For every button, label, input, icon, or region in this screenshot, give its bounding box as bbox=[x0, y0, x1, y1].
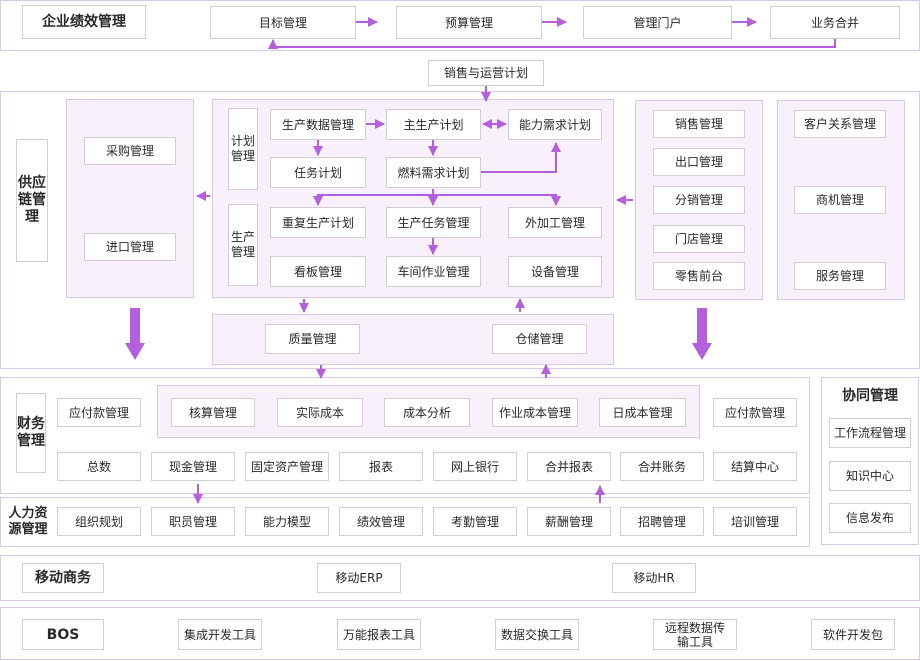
accounting-node[interactable]: 核算管理 bbox=[171, 398, 255, 427]
workshop-operations-node[interactable]: 车间作业管理 bbox=[386, 256, 481, 287]
competency-model-node[interactable]: 能力模型 bbox=[245, 507, 329, 536]
fuel-requirements-node[interactable]: 燃料需求计划 bbox=[386, 157, 481, 188]
collab-title: 协同管理 bbox=[842, 388, 898, 404]
performance-management-node[interactable]: 绩效管理 bbox=[339, 507, 423, 536]
purchase-management-node[interactable]: 采购管理 bbox=[84, 137, 176, 165]
opportunity-management-node[interactable]: 商机管理 bbox=[794, 186, 886, 214]
cash-management-node[interactable]: 现金管理 bbox=[151, 452, 235, 481]
finance-title: 财务管理 bbox=[16, 393, 46, 473]
bos-panel bbox=[0, 607, 920, 660]
collab-panel bbox=[821, 377, 919, 545]
budget-management-node[interactable]: 预算管理 bbox=[396, 6, 542, 39]
reports-node[interactable]: 报表 bbox=[339, 452, 423, 481]
integrated-dev-tools-node[interactable]: 集成开发工具 bbox=[178, 619, 262, 650]
mobile-panel bbox=[0, 555, 920, 601]
production-task-node[interactable]: 生产任务管理 bbox=[386, 207, 481, 238]
payables-left-node[interactable]: 应付款管理 bbox=[57, 398, 141, 427]
export-management-node[interactable]: 出口管理 bbox=[653, 148, 745, 176]
sales-operations-plan-node[interactable]: 销售与运营计划 bbox=[428, 60, 544, 86]
service-management-node[interactable]: 服务管理 bbox=[794, 262, 886, 290]
repetitive-production-node[interactable]: 重复生产计划 bbox=[270, 207, 366, 238]
outsourcing-node[interactable]: 外加工管理 bbox=[508, 207, 602, 238]
task-plan-node[interactable]: 任务计划 bbox=[270, 157, 366, 188]
crm-node[interactable]: 客户关系管理 bbox=[794, 110, 886, 138]
plan-management-label: 计划管理 bbox=[228, 108, 258, 190]
production-management-label: 生产管理 bbox=[228, 204, 258, 286]
info-publish-node[interactable]: 信息发布 bbox=[829, 503, 911, 533]
remote-data-transfer-node[interactable]: 远程数据传输工具 bbox=[653, 619, 737, 650]
training-node[interactable]: 培训管理 bbox=[713, 507, 797, 536]
target-management-node[interactable]: 目标管理 bbox=[210, 6, 356, 39]
hr-panel bbox=[0, 497, 810, 547]
supply-chain-title: 供应链管理 bbox=[16, 139, 48, 262]
attendance-node[interactable]: 考勤管理 bbox=[433, 507, 517, 536]
consolidated-accounts-node[interactable]: 合并账务 bbox=[620, 452, 704, 481]
finance-panel bbox=[0, 377, 810, 494]
equipment-node[interactable]: 设备管理 bbox=[508, 256, 602, 287]
cost-analysis-node[interactable]: 成本分析 bbox=[384, 398, 470, 427]
activity-cost-node[interactable]: 作业成本管理 bbox=[492, 398, 578, 427]
storage-management-node[interactable]: 仓储管理 bbox=[492, 324, 587, 354]
production-data-node[interactable]: 生产数据管理 bbox=[270, 109, 366, 140]
knowledge-center-node[interactable]: 知识中心 bbox=[829, 461, 911, 491]
online-bank-node[interactable]: 网上银行 bbox=[433, 452, 517, 481]
org-planning-node[interactable]: 组织规划 bbox=[57, 507, 141, 536]
actual-cost-node[interactable]: 实际成本 bbox=[277, 398, 363, 427]
payables-right-node[interactable]: 应付款管理 bbox=[713, 398, 797, 427]
fixed-assets-node[interactable]: 固定资产管理 bbox=[245, 452, 329, 481]
portal-management-node[interactable]: 管理门户 bbox=[583, 6, 732, 39]
total-node[interactable]: 总数 bbox=[57, 452, 141, 481]
quality-management-node[interactable]: 质量管理 bbox=[265, 324, 360, 354]
mobile-hr-node[interactable]: 移动HR bbox=[612, 563, 696, 593]
mobile-title: 移动商务 bbox=[22, 563, 104, 593]
sales-management-node[interactable]: 销售管理 bbox=[653, 110, 745, 138]
daily-cost-node[interactable]: 日成本管理 bbox=[599, 398, 686, 427]
distribution-management-node[interactable]: 分销管理 bbox=[653, 186, 745, 214]
purchase-group bbox=[66, 99, 194, 298]
data-exchange-node[interactable]: 数据交换工具 bbox=[495, 619, 579, 650]
mobile-erp-node[interactable]: 移动ERP bbox=[317, 563, 401, 593]
business-merge-node[interactable]: 业务合并 bbox=[770, 6, 900, 39]
settlement-center-node[interactable]: 结算中心 bbox=[713, 452, 797, 481]
consolidated-reports-node[interactable]: 合并报表 bbox=[527, 452, 611, 481]
recruitment-node[interactable]: 招聘管理 bbox=[620, 507, 704, 536]
report-tool-node[interactable]: 万能报表工具 bbox=[337, 619, 421, 650]
retail-frontdesk-node[interactable]: 零售前台 bbox=[653, 262, 745, 290]
workflow-node[interactable]: 工作流程管理 bbox=[829, 418, 911, 448]
staff-management-node[interactable]: 职员管理 bbox=[151, 507, 235, 536]
store-management-node[interactable]: 门店管理 bbox=[653, 225, 745, 253]
salary-node[interactable]: 薪酬管理 bbox=[527, 507, 611, 536]
kanban-node[interactable]: 看板管理 bbox=[270, 256, 366, 287]
master-production-plan-node[interactable]: 主生产计划 bbox=[386, 109, 481, 140]
sdk-node[interactable]: 软件开发包 bbox=[811, 619, 895, 650]
bos-title: BOS bbox=[22, 619, 104, 650]
import-management-node[interactable]: 进口管理 bbox=[84, 233, 176, 261]
capacity-requirements-node[interactable]: 能力需求计划 bbox=[508, 109, 602, 140]
performance-title: 企业绩效管理 bbox=[22, 5, 146, 39]
hr-title: 人力资源管理 bbox=[8, 506, 48, 537]
